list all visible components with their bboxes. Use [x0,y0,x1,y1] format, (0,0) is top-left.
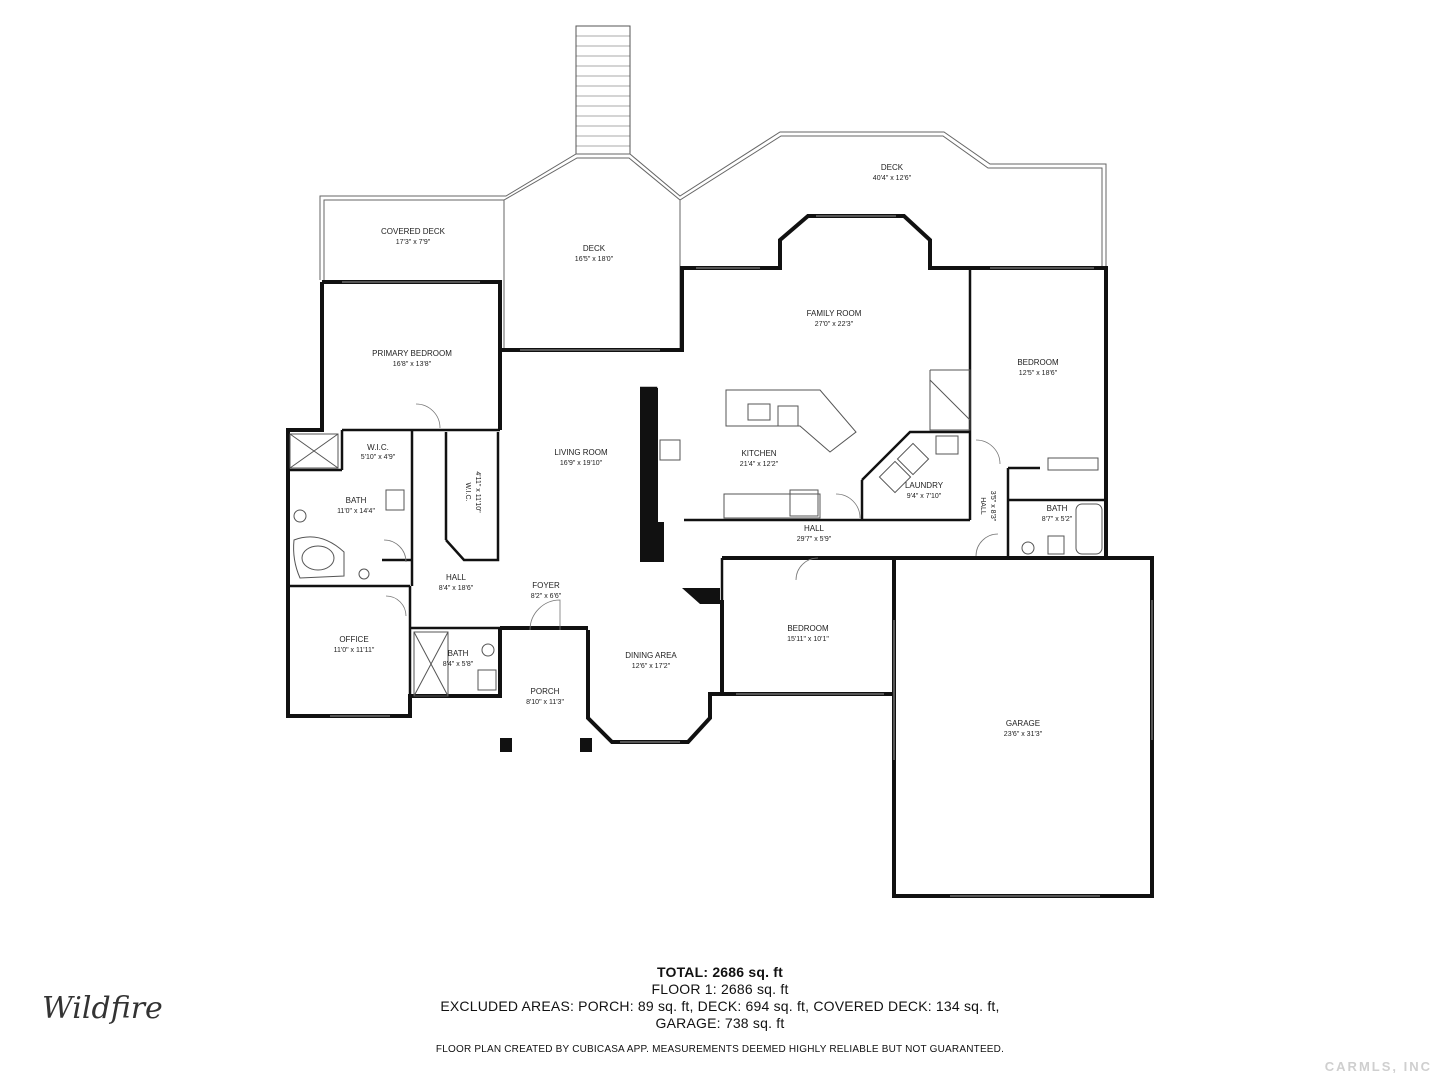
room-dims: 12'6" x 17'2" [632,663,671,670]
room-name: BATH [346,496,367,505]
room-dims: 9'4" x 7'10" [907,493,942,500]
room-name: PRIMARY BEDROOM [372,349,452,358]
total-area: TOTAL: 2686 sq. ft [657,964,783,980]
room-dims: 16'9" x 19'10" [560,460,603,467]
wall-posts [500,388,720,752]
room-name: KITCHEN [741,449,776,458]
room-dims: 21'4" x 12'2" [740,461,779,468]
room-labels: DECK 40'4" x 12'6" COVERED DECK 17'3" x … [334,163,1073,738]
room-dims: 8'4" x 18'6" [439,585,474,592]
floor-plan: DECK 40'4" x 12'6" COVERED DECK 17'3" x … [286,25,1154,898]
room-name-vertical: HALL [979,497,986,515]
room-name: BATH [1047,504,1068,513]
mls-watermark: CARMLS, INC [1324,1059,1432,1074]
laundry-appliances [878,369,971,494]
windows [330,215,1153,897]
room-name-vertical: W.I.C. [464,482,471,501]
room-dims: 5'10" x 4'9" [361,454,396,461]
room-dims: 29'7" x 5'9" [797,536,832,543]
room-dims: 40'4" x 12'6" [873,175,912,182]
room-dims: 8'10" x 11'3" [526,699,564,706]
room-dims: 23'6" x 31'3" [1004,731,1043,738]
room-name: BEDROOM [1017,358,1059,367]
disclaimer: FLOOR PLAN CREATED BY CUBICASA APP. MEAS… [435,1044,1005,1055]
wildfire-logo: Wildfire [42,991,163,1026]
excluded-areas: EXCLUDED AREAS: PORCH: 89 sq. ft, DECK: … [440,998,1000,1014]
room-dims: 16'8" x 13'8" [393,361,432,368]
room-name: HALL [804,524,825,533]
room-dims: 11'0" x 14'4" [337,508,375,515]
room-name: GARAGE [1006,719,1040,728]
kitchen-island [659,389,857,519]
room-name: BEDROOM [787,624,829,633]
room-name: LAUNDRY [905,481,944,490]
room-dims: 17'3" x 7'9" [396,239,431,246]
room-name: FOYER [532,581,560,590]
floor-area: FLOOR 1: 2686 sq. ft [651,981,789,997]
room-name: OFFICE [339,635,368,644]
room-name: FAMILY ROOM [807,309,862,318]
room-dims: 16'5" x 18'0" [575,256,614,263]
room-dims: 8'4" x 5'8" [443,661,474,668]
room-dims: 15'11" x 10'1" [787,636,829,643]
room-name: HALL [446,573,467,582]
room-dims: 27'0" x 22'3" [815,321,854,328]
logo-text: Wildfire [42,991,163,1026]
deck-outline [319,131,1107,350]
room-dims: 8'2" x 6'6" [531,593,562,600]
room-name: DECK [881,163,904,172]
room-name: BATH [448,649,469,658]
deck-stairs [575,25,631,155]
room-name: COVERED DECK [381,227,446,236]
room-name: LIVING ROOM [554,448,608,457]
room-dims: 11'0" x 11'11" [334,647,375,654]
area-summary: TOTAL: 2686 sq. ft FLOOR 1: 2686 sq. ft … [0,964,1440,1032]
room-name: W.I.C. [367,443,389,452]
room-name: DINING AREA [625,651,677,660]
room-name: PORCH [531,687,560,696]
room-dims: 8'7" x 5'2" [1042,516,1073,523]
garage-area: GARAGE: 738 sq. ft [655,1015,785,1031]
exterior-walls [286,214,1154,898]
room-dims-vertical: 4'11" x 11'10" [474,471,481,513]
bath-fixtures [289,433,1103,697]
room-dims-vertical: 3'5" x 8'3" [989,491,996,522]
interior-walls [288,268,1106,716]
door-swings [383,403,1001,631]
room-name: DECK [583,244,606,253]
room-dims: 12'5" x 18'6" [1019,370,1058,377]
